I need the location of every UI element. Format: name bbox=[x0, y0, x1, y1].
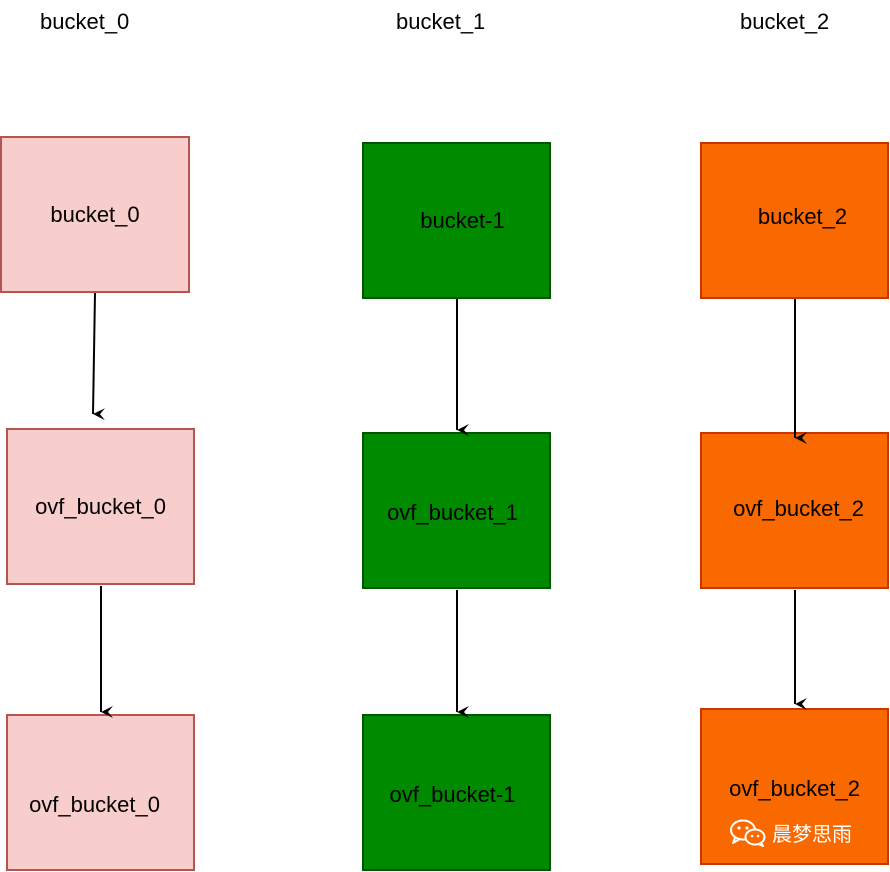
ovf-bucket-1-label: ovf_bucket_1 bbox=[387, 499, 518, 525]
bucket-1-box: bucket-1 bbox=[362, 142, 551, 299]
ovf-bucket-2-label-1: ovf_bucket_2 bbox=[733, 495, 864, 521]
bucket-1-label: bucket-1 bbox=[420, 207, 505, 233]
ovf-bucket-0-box-1: ovf_bucket_0 bbox=[6, 428, 195, 585]
ovf-bucket-1-box-2: ovf_bucket-1 bbox=[362, 714, 551, 871]
column-header-bucket-1: bucket_1 bbox=[396, 9, 486, 34]
ovf-bucket-0-label-1: ovf_bucket_0 bbox=[35, 493, 166, 519]
bucket-2-box: bucket_2 bbox=[700, 142, 889, 299]
ovf-bucket-2-box-2: ovf_bucket_2 bbox=[700, 708, 889, 865]
watermark: 晨梦思雨 bbox=[730, 818, 852, 847]
bucket-0-label: bucket_0 bbox=[50, 201, 140, 227]
bucket-0-box: bucket_0 bbox=[0, 136, 190, 293]
ovf-bucket-0-box-2: ovf_bucket_0 bbox=[6, 714, 195, 871]
column-header-bucket-0: bucket_0 bbox=[40, 9, 130, 34]
ovf-bucket-2-box-1: ovf_bucket_2 bbox=[700, 432, 889, 589]
arrow-bucket-0-to-ovf-0 bbox=[92, 292, 106, 421]
wechat-icon bbox=[730, 819, 766, 847]
ovf-bucket-1-label-2: ovf_bucket-1 bbox=[389, 781, 516, 807]
column-header-bucket-2: bucket_2 bbox=[740, 9, 830, 34]
watermark-text: 晨梦思雨 bbox=[772, 824, 852, 846]
bucket-2-label: bucket_2 bbox=[757, 203, 848, 229]
ovf-bucket-2-label-2: ovf_bucket_2 bbox=[729, 775, 860, 801]
ovf-bucket-0-label-2: ovf_bucket_0 bbox=[29, 791, 160, 817]
ovf-bucket-1-box: ovf_bucket_1 bbox=[362, 432, 551, 589]
